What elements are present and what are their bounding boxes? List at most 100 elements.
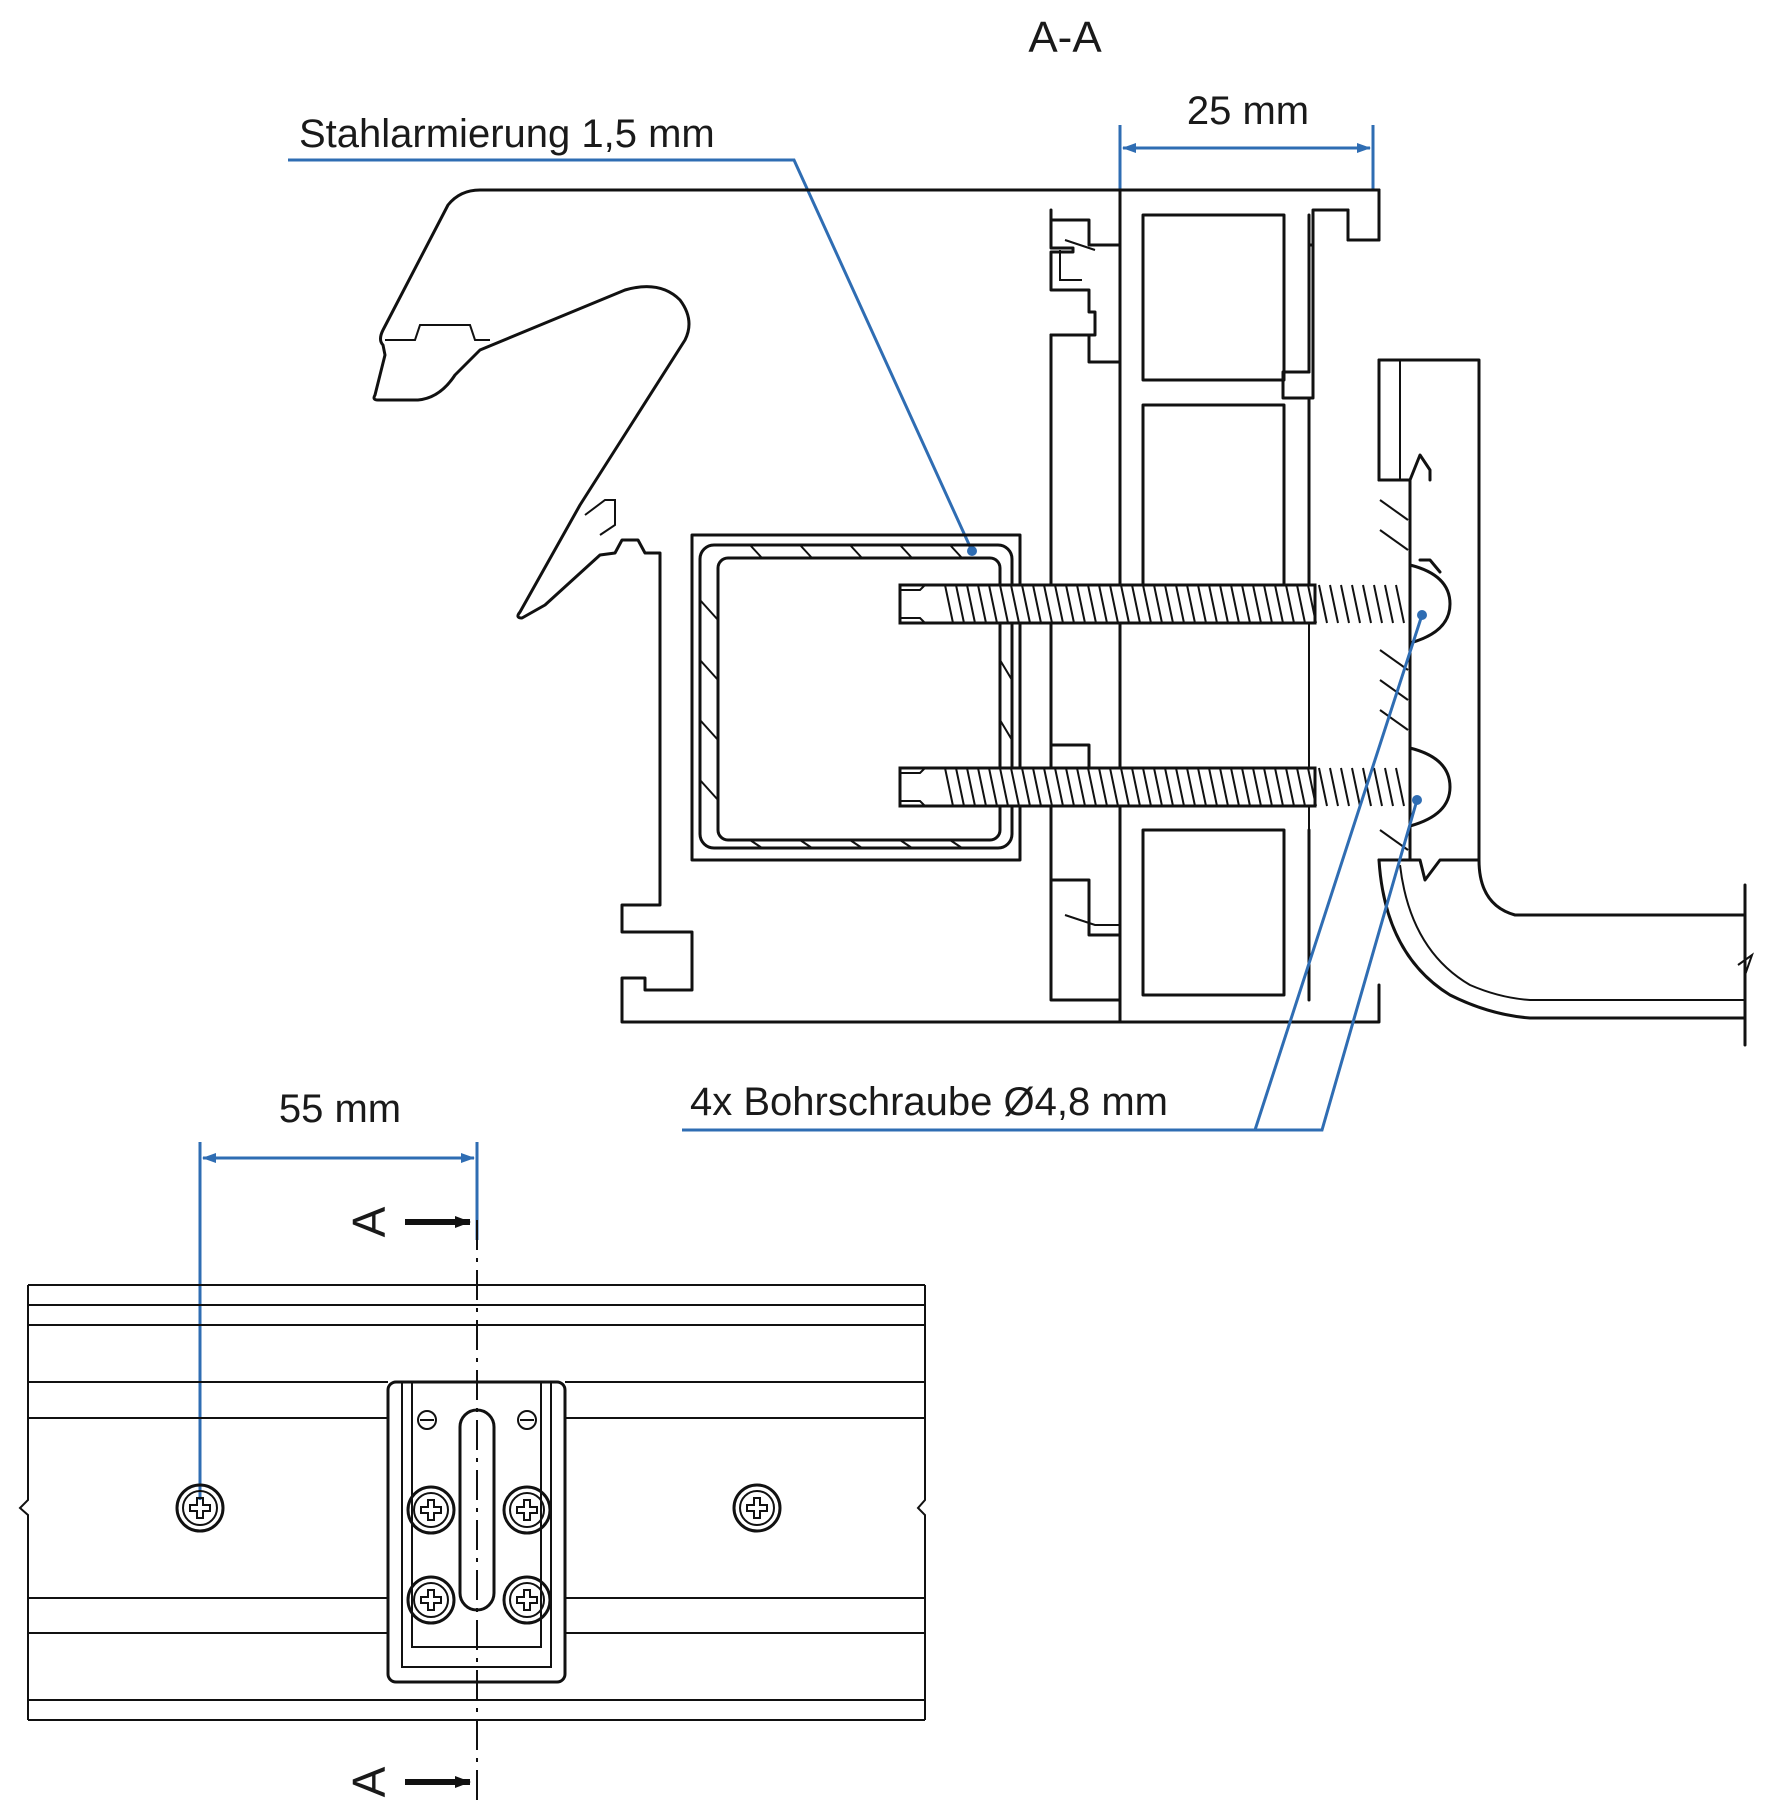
screw-thread (1032, 767, 1042, 807)
screw-thread (1307, 767, 1317, 807)
screw-thread (1252, 584, 1262, 624)
screw-thread (1032, 584, 1042, 624)
section-title: A-A (1028, 13, 1102, 62)
screw-thread (1098, 584, 1108, 624)
screw-thread (1263, 584, 1273, 624)
screw-thread (966, 767, 976, 807)
screw-thread (1087, 584, 1097, 624)
chamber-2 (1141, 403, 1286, 592)
screw-thread (1054, 767, 1064, 807)
screw-thread (1395, 767, 1405, 807)
screw-thread (1043, 584, 1053, 624)
dimension-25mm-label: 25 mm (1187, 89, 1309, 133)
screw-thread (1373, 767, 1383, 807)
screw-thread (1285, 767, 1295, 807)
cut-marker-top-label: A (343, 1206, 395, 1237)
cut-marker-bottom: A (343, 1766, 471, 1797)
screw-thread (1197, 767, 1207, 807)
chamber-1 (1141, 213, 1286, 382)
screw-thread (1318, 767, 1328, 807)
screw-thread (977, 584, 987, 624)
screw-thread (1076, 584, 1086, 624)
screw-head-icon (406, 1485, 456, 1535)
screw-thread (1164, 767, 1174, 807)
screw-thread (1120, 767, 1130, 807)
steel-reinforcement-label: Stahlarmierung 1,5 mm (299, 112, 715, 156)
screw-thread (1043, 767, 1053, 807)
screw-thread (1373, 584, 1383, 624)
screw-thread (1109, 767, 1119, 807)
screw-thread (1153, 767, 1163, 807)
screw-thread (1296, 767, 1306, 807)
screw-thread (1384, 767, 1394, 807)
screw-thread (1208, 584, 1218, 624)
screw-thread (1076, 767, 1086, 807)
screw-head-icon (406, 1575, 456, 1625)
screw-thread (1010, 767, 1020, 807)
cut-marker-top: A (343, 1206, 471, 1237)
screw-thread (1252, 767, 1262, 807)
sash-profile (1377, 358, 1754, 1047)
screw-thread (1098, 767, 1108, 807)
screw-thread (988, 584, 998, 624)
dimension-25mm: 25 mm (1118, 89, 1375, 190)
screw-thread (1285, 584, 1295, 624)
screw-thread (1054, 584, 1064, 624)
connector-bracket (386, 1380, 567, 1684)
frame-profile (372, 188, 1381, 1024)
screw-thread (1021, 767, 1031, 807)
screw-thread (1010, 584, 1020, 624)
screw-thread (1329, 767, 1339, 807)
screw-thread (1362, 584, 1372, 624)
screw-thread (1153, 584, 1163, 624)
screw-thread (1142, 584, 1152, 624)
screw-thread (1186, 767, 1196, 807)
screw-thread (1131, 767, 1141, 807)
screw-thread (1120, 584, 1130, 624)
screw-thread (1175, 584, 1185, 624)
screw-thread (999, 767, 1009, 807)
screw-lower (898, 746, 1452, 828)
screw-head-icon (502, 1575, 552, 1625)
screw-thread (1241, 584, 1251, 624)
screw-thread (1230, 584, 1240, 624)
screw-thread (988, 767, 998, 807)
screw-thread (1109, 584, 1119, 624)
screw-thread (1318, 584, 1328, 624)
screw-thread (1274, 584, 1284, 624)
section-view: A-A 25 mm Stahlarmierung 1,5 mm (288, 13, 1754, 1132)
screw-thread (1241, 767, 1251, 807)
screw-thread (955, 767, 965, 807)
screw-leader: 4x Bohrschraube Ø4,8 mm (682, 610, 1427, 1132)
screw-thread (1296, 584, 1306, 624)
screw-thread (1087, 767, 1097, 807)
screw-thread (1274, 767, 1284, 807)
plan-view: 55 mm A A (18, 1087, 926, 1800)
screw-thread (1230, 767, 1240, 807)
screw-label: 4x Bohrschraube Ø4,8 mm (690, 1080, 1168, 1124)
screw-thread (1142, 767, 1152, 807)
cut-marker-bottom-label: A (343, 1766, 395, 1797)
screw-thread (1263, 767, 1273, 807)
screw-thread (1395, 584, 1405, 624)
dimension-55mm: 55 mm (198, 1087, 479, 1500)
screw-upper (898, 558, 1452, 645)
screw-thread (1340, 584, 1350, 624)
screw-thread (1351, 584, 1361, 624)
screw-thread (1219, 767, 1229, 807)
screw-head-icon (175, 1483, 225, 1533)
screw-thread (1021, 584, 1031, 624)
screw-head-icon (732, 1483, 782, 1533)
screw-head-icon (502, 1485, 552, 1535)
screw-thread (1329, 584, 1339, 624)
screw-thread (944, 767, 954, 807)
screw-thread (1065, 767, 1075, 807)
screw-thread (1175, 767, 1185, 807)
screw-thread (966, 584, 976, 624)
screw-thread (1384, 584, 1394, 624)
screw-thread (1351, 767, 1361, 807)
screw-thread (944, 584, 954, 624)
screw-thread (955, 584, 965, 624)
screw-thread (1197, 584, 1207, 624)
